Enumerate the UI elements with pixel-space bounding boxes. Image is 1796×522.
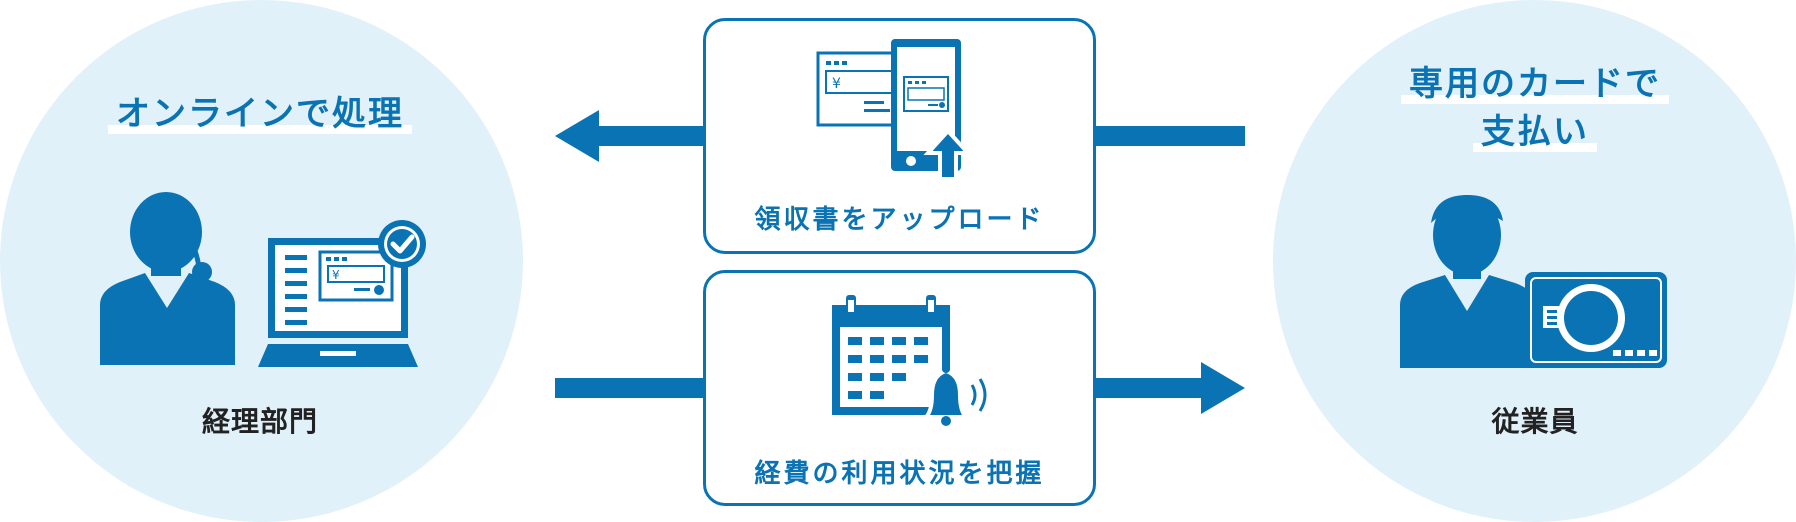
- laptop-icon: ¥: [258, 220, 426, 367]
- laptop-currency-mark: ¥: [332, 268, 340, 282]
- accounting-circle: [0, 0, 523, 522]
- employee-person-icon: [1400, 195, 1535, 368]
- receipt-upload-icon: ¥: [816, 39, 973, 181]
- receipt-currency-mark: ¥: [832, 76, 841, 92]
- left-label: 経理部門: [201, 405, 318, 438]
- calendar-bell-icon: [832, 295, 987, 426]
- accountant-person-icon: [100, 192, 235, 365]
- credit-card-icon: [1525, 272, 1667, 368]
- left-title: オンラインで処理: [60, 90, 460, 138]
- right-label: 従業員: [1491, 405, 1579, 438]
- expense-usage-box: 経費の利用状況を把握: [703, 270, 1096, 506]
- upload-box-label: 領収書をアップロード: [754, 205, 1045, 235]
- upload-receipt-box: ¥ 領収書をアップロード: [703, 18, 1096, 254]
- usage-box-label: 経費の利用状況を把握: [754, 459, 1045, 489]
- arrow-right-icon: [555, 362, 1245, 414]
- right-title: 専用のカードで 支払い: [1335, 60, 1735, 156]
